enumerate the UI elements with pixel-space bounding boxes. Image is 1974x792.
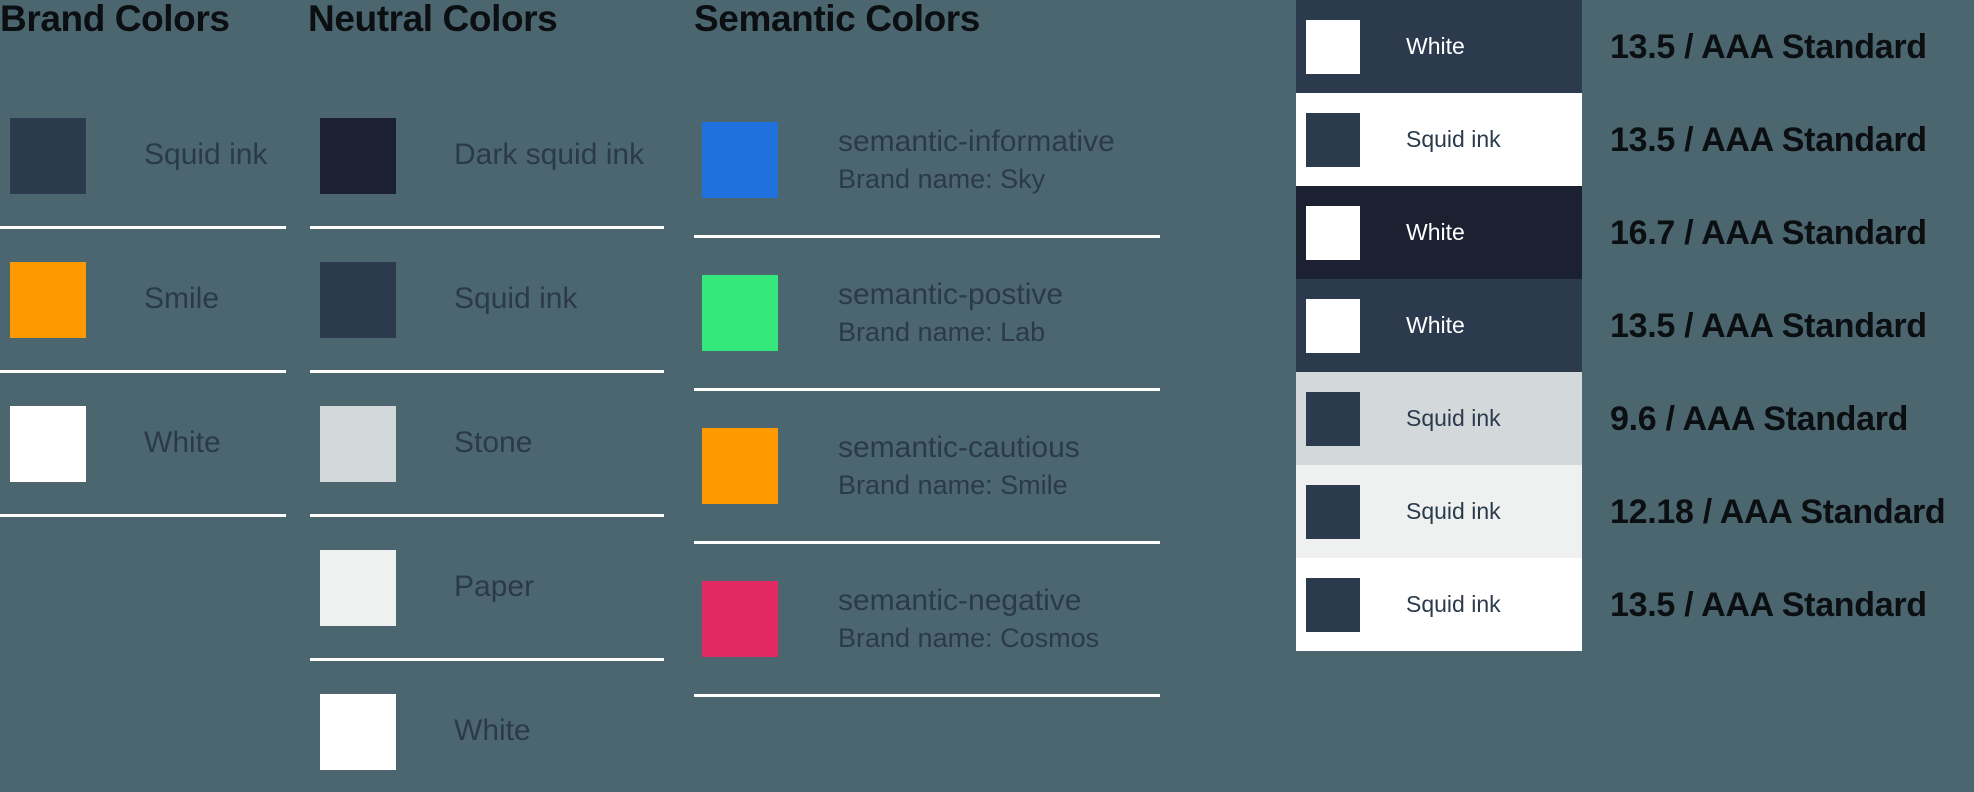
swatch-row[interactable]: Squid ink <box>0 85 286 229</box>
contrast-ratio-value: 13.5 / AAA Standard <box>1610 120 1927 159</box>
contrast-color-swatch <box>1306 577 1360 632</box>
color-swatch <box>10 117 86 194</box>
swatch-row[interactable]: semantic-postive Brand name: Lab <box>694 238 1160 391</box>
color-swatch <box>10 405 86 482</box>
swatch-name: White <box>454 714 531 748</box>
swatch-row[interactable]: Dark squid ink <box>310 85 664 229</box>
swatch-name: semantic-negative <box>838 583 1082 617</box>
swatch-meta: White <box>454 714 531 749</box>
color-swatch <box>320 693 396 770</box>
swatch-name: Paper <box>454 570 535 604</box>
swatch-brand-name: Brand name: Smile <box>838 470 1068 501</box>
swatch-name: semantic-postive <box>838 277 1064 311</box>
neutral-colors-column: Neutral Colors Dark squid ink Squid ink … <box>308 0 664 792</box>
swatch-meta: Squid ink <box>144 138 267 173</box>
contrast-ratio-value: 13.5 / AAA Standard <box>1610 306 1927 345</box>
contrast-color-name: Squid ink <box>1406 498 1501 524</box>
swatch-row[interactable]: Squid ink <box>310 229 664 373</box>
swatch-meta: semantic-cautious Brand name: Smile <box>838 431 1080 502</box>
color-swatch <box>702 581 778 657</box>
contrast-row[interactable]: Squid ink 13.5 / AAA Standard <box>1296 558 1974 651</box>
swatch-row[interactable]: Stone <box>310 373 664 517</box>
contrast-sample-card: White <box>1296 0 1582 93</box>
brand-colors-title: Brand Colors <box>0 0 230 39</box>
contrast-sample-card: White <box>1296 279 1582 372</box>
swatch-row[interactable]: semantic-informative Brand name: Sky <box>694 85 1160 238</box>
swatch-name: Dark squid ink <box>454 138 645 172</box>
contrast-row[interactable]: White 13.5 / AAA Standard <box>1296 0 1974 93</box>
swatch-row[interactable]: Smile <box>0 229 286 373</box>
neutral-colors-swatch-list: Dark squid ink Squid ink Stone Paper <box>310 85 664 792</box>
contrast-ratio-value: 9.6 / AAA Standard <box>1610 399 1909 438</box>
color-swatch <box>702 428 778 504</box>
swatch-meta: White <box>144 426 221 461</box>
color-swatch <box>320 261 396 338</box>
swatch-row[interactable]: Paper <box>310 517 664 661</box>
contrast-color-swatch <box>1306 205 1360 260</box>
contrast-color-name: Squid ink <box>1406 405 1501 431</box>
swatch-name: semantic-cautious <box>838 430 1080 464</box>
swatch-meta: Stone <box>454 426 532 461</box>
swatch-brand-name: Brand name: Sky <box>838 164 1046 195</box>
contrast-row[interactable]: Squid ink 9.6 / AAA Standard <box>1296 372 1974 465</box>
contrast-color-name: Squid ink <box>1406 591 1501 617</box>
contrast-ratio-table: White 13.5 / AAA Standard Squid ink 13.5… <box>1296 0 1974 651</box>
swatch-name: Smile <box>144 282 220 316</box>
contrast-color-swatch <box>1306 112 1360 167</box>
contrast-row[interactable]: White 16.7 / AAA Standard <box>1296 186 1974 279</box>
contrast-ratio-value: 12.18 / AAA Standard <box>1610 492 1946 531</box>
contrast-row[interactable]: White 13.5 / AAA Standard <box>1296 279 1974 372</box>
swatch-name: semantic-informative <box>838 124 1115 158</box>
contrast-color-swatch <box>1306 298 1360 353</box>
color-swatch <box>702 122 778 198</box>
swatch-name: Squid ink <box>454 282 578 316</box>
contrast-sample-card: White <box>1296 186 1582 279</box>
swatch-row[interactable]: semantic-cautious Brand name: Smile <box>694 391 1160 544</box>
swatch-meta: Smile <box>144 282 219 317</box>
contrast-color-swatch <box>1306 391 1360 446</box>
swatch-meta: Squid ink <box>454 282 577 317</box>
swatch-brand-name: Brand name: Lab <box>838 317 1046 348</box>
contrast-color-swatch <box>1306 19 1360 74</box>
color-swatch <box>320 117 396 194</box>
contrast-color-name: White <box>1406 33 1465 59</box>
contrast-sample-card: Squid ink <box>1296 372 1582 465</box>
swatch-name: Squid ink <box>144 138 268 172</box>
contrast-row[interactable]: Squid ink 13.5 / AAA Standard <box>1296 93 1974 186</box>
contrast-color-swatch <box>1306 484 1360 539</box>
neutral-colors-title: Neutral Colors <box>308 0 558 39</box>
swatch-meta: semantic-postive Brand name: Lab <box>838 278 1063 349</box>
contrast-ratio-value: 13.5 / AAA Standard <box>1610 585 1927 624</box>
semantic-colors-column: Semantic Colors semantic-informative Bra… <box>694 0 1160 697</box>
swatch-meta: Dark squid ink <box>454 138 644 173</box>
swatch-brand-name: Brand name: Cosmos <box>838 623 1100 654</box>
color-swatch <box>320 549 396 626</box>
color-swatch <box>10 261 86 338</box>
contrast-sample-card: Squid ink <box>1296 465 1582 558</box>
swatch-row[interactable]: White <box>0 373 286 517</box>
semantic-colors-title: Semantic Colors <box>694 0 980 39</box>
color-swatch <box>320 405 396 482</box>
contrast-sample-card: Squid ink <box>1296 93 1582 186</box>
contrast-color-name: White <box>1406 312 1465 338</box>
brand-colors-column: Brand Colors Squid ink Smile White <box>0 0 286 517</box>
swatch-name: White <box>144 426 221 460</box>
swatch-meta: semantic-informative Brand name: Sky <box>838 125 1115 196</box>
contrast-row[interactable]: Squid ink 12.18 / AAA Standard <box>1296 465 1974 558</box>
contrast-sample-card: Squid ink <box>1296 558 1582 651</box>
contrast-color-name: White <box>1406 219 1465 245</box>
swatch-meta: Paper <box>454 570 534 605</box>
contrast-ratio-value: 13.5 / AAA Standard <box>1610 27 1927 66</box>
swatch-name: Stone <box>454 426 533 460</box>
swatch-row[interactable]: White <box>310 661 664 792</box>
contrast-ratio-value: 16.7 / AAA Standard <box>1610 213 1927 252</box>
contrast-color-name: Squid ink <box>1406 126 1501 152</box>
swatch-row[interactable]: semantic-negative Brand name: Cosmos <box>694 544 1160 697</box>
color-swatch <box>702 275 778 351</box>
swatch-meta: semantic-negative Brand name: Cosmos <box>838 584 1099 655</box>
brand-colors-swatch-list: Squid ink Smile White <box>0 85 286 517</box>
semantic-colors-swatch-list: semantic-informative Brand name: Sky sem… <box>694 85 1160 697</box>
